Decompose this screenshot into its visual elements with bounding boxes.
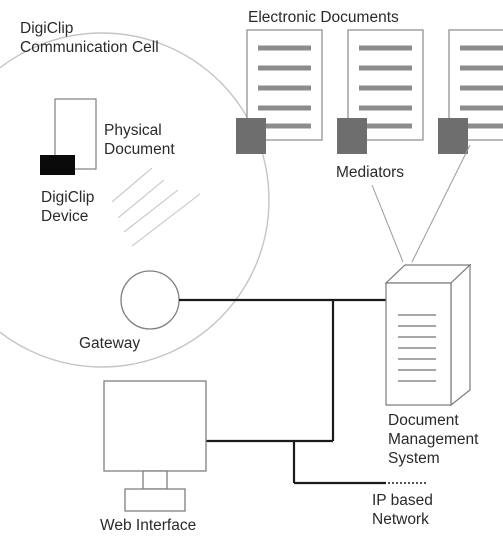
web-interface-monitor (103, 380, 207, 512)
electronic-documents-label: Electronic Documents (248, 9, 399, 26)
web-interface-label: Web Interface (100, 517, 197, 534)
gateway-node (120, 270, 180, 330)
network-lines (179, 298, 386, 485)
physical-document-label: Physical Document (104, 122, 175, 158)
digiclip-device-icon (40, 155, 75, 175)
document-management-server (384, 263, 472, 407)
mediator-2 (337, 118, 367, 154)
network-label: IP based Network (372, 492, 433, 528)
cell-title: DigiClip Communication Cell (20, 20, 159, 56)
wireless-hatch-lines (111, 167, 201, 247)
mediator-1 (236, 118, 266, 154)
mediator-3 (438, 118, 468, 154)
gateway-label: Gateway (79, 335, 141, 352)
device-label: DigiClip Device (41, 189, 95, 225)
dms-label: Document Management System (388, 412, 479, 467)
mediator-connection-lines (371, 144, 471, 263)
communication-cell-boundary (0, 32, 270, 368)
mediators-label: Mediators (336, 164, 405, 181)
